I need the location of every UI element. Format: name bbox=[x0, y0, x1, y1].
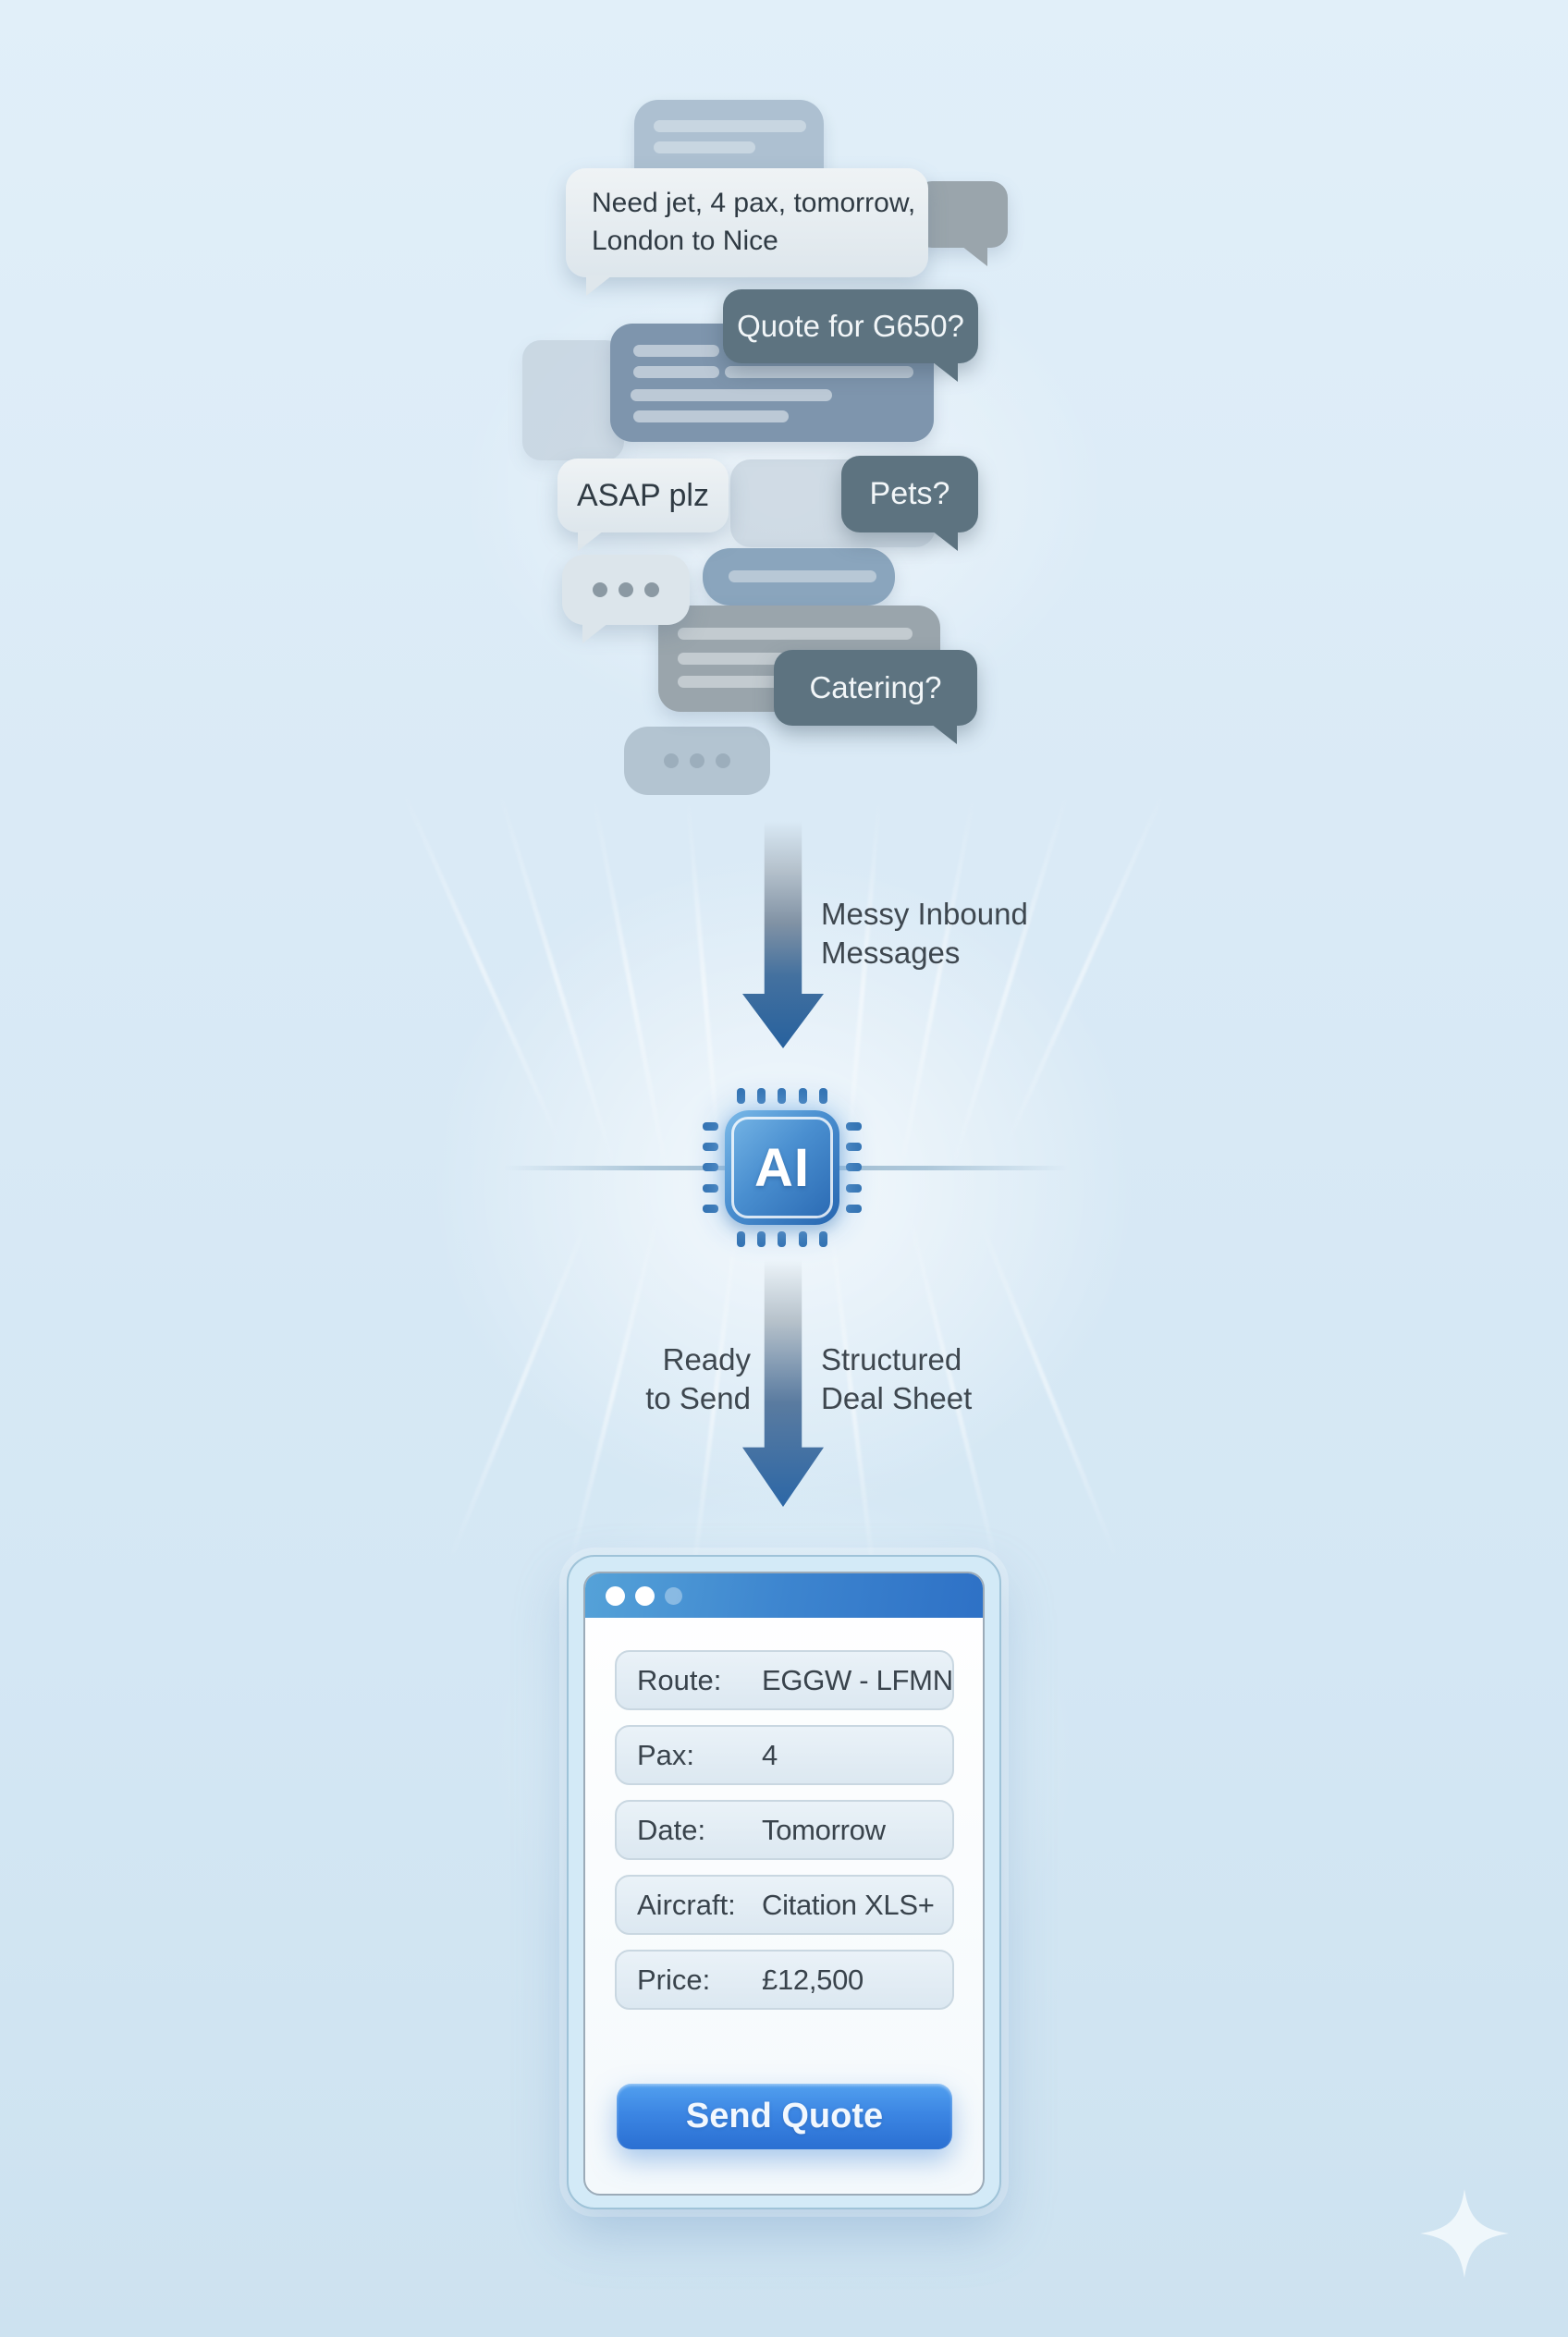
message-bubble-pets: Pets? bbox=[841, 456, 978, 551]
ellipsis-dots-icon bbox=[624, 727, 770, 795]
structured-deal-sheet-label: Structured Deal Sheet bbox=[821, 1342, 973, 1415]
window-titlebar bbox=[585, 1573, 983, 1618]
message-bubble-quote-g650: Quote for G650? bbox=[723, 289, 978, 382]
chip-pins bbox=[725, 1088, 839, 1104]
message-bubble-asap: ASAP plz bbox=[557, 459, 729, 551]
text-line-placeholder bbox=[725, 366, 913, 378]
message-text: Catering? bbox=[809, 670, 942, 704]
message-text: Quote for G650? bbox=[737, 309, 964, 343]
field-value: £12,500 bbox=[762, 1963, 864, 1996]
field-label: Aircraft: bbox=[637, 1888, 736, 1921]
text-line-placeholder bbox=[729, 570, 876, 582]
field-row-pax: Pax: 4 bbox=[615, 1725, 954, 1785]
abstract-message-bubble bbox=[703, 548, 895, 606]
field-value: Citation XLS+ bbox=[762, 1888, 935, 1921]
message-text: ASAP plz bbox=[576, 477, 709, 513]
deal-sheet-window: Route: EGGW - LFMN Pax: 4 Date: Tomorrow… bbox=[583, 1572, 985, 2196]
field-row-aircraft: Aircraft: Citation XLS+ bbox=[615, 1875, 954, 1935]
field-label: Price: bbox=[637, 1963, 711, 1996]
field-row-route: Route: EGGW - LFMN bbox=[615, 1650, 954, 1710]
text-line-placeholder bbox=[633, 366, 719, 378]
field-label: Pax: bbox=[637, 1738, 695, 1771]
chip-pins bbox=[703, 1110, 718, 1225]
ready-to-send-label: Ready to Send bbox=[645, 1342, 751, 1415]
light-ray bbox=[448, 1214, 592, 1560]
down-arrow-icon bbox=[742, 1259, 824, 1507]
text-line-placeholder bbox=[633, 410, 789, 422]
field-value: Tomorrow bbox=[762, 1813, 886, 1846]
field-row-date: Date: Tomorrow bbox=[615, 1800, 954, 1860]
chip-pins bbox=[725, 1231, 839, 1247]
deal-sheet-card: Route: EGGW - LFMN Pax: 4 Date: Tomorrow… bbox=[567, 1555, 1001, 2209]
window-control-dot bbox=[635, 1585, 655, 1606]
typing-indicator-bubble bbox=[624, 727, 770, 795]
ai-chip-icon: AI bbox=[725, 1110, 839, 1225]
sparkle-icon bbox=[1420, 2189, 1509, 2278]
down-arrow-icon bbox=[742, 821, 824, 1048]
text-line-placeholder bbox=[678, 628, 913, 640]
arrow1-label: Messy Inbound Messages bbox=[821, 897, 1028, 970]
deal-fields: Route: EGGW - LFMN Pax: 4 Date: Tomorrow… bbox=[615, 1650, 954, 2010]
field-value: 4 bbox=[762, 1738, 778, 1771]
send-quote-button[interactable]: Send Quote bbox=[617, 2084, 952, 2149]
message-bubble-catering: Catering? bbox=[774, 650, 977, 744]
light-ray bbox=[497, 793, 617, 1167]
field-row-price: Price: £12,500 bbox=[615, 1950, 954, 2010]
window-control-dot bbox=[665, 1586, 682, 1605]
chip-pins bbox=[846, 1110, 862, 1225]
field-label: Date: bbox=[637, 1813, 706, 1846]
text-line-placeholder bbox=[631, 389, 832, 401]
ai-chip-label: AI bbox=[754, 1137, 810, 1198]
typing-indicator-bubble bbox=[562, 555, 690, 643]
text-line-placeholder bbox=[654, 120, 806, 132]
abstract-message-bubble bbox=[522, 340, 624, 460]
message-bubble-need-jet: Need jet, 4 pax, tomorrow, London to Nic… bbox=[566, 168, 928, 296]
message-text: Pets? bbox=[869, 476, 950, 511]
ellipsis-dots-icon bbox=[562, 555, 690, 625]
message-text: Need jet, 4 pax, tomorrow, London to Nic… bbox=[592, 188, 916, 256]
text-line-placeholder bbox=[633, 345, 719, 357]
field-label: Route: bbox=[637, 1663, 722, 1696]
light-ray bbox=[591, 798, 671, 1181]
light-ray bbox=[401, 792, 565, 1149]
light-ray bbox=[950, 793, 1070, 1167]
abstract-message-bubble bbox=[915, 181, 1008, 266]
window-control-dot bbox=[606, 1585, 625, 1606]
field-value: EGGW - LFMN bbox=[762, 1663, 953, 1696]
text-line-placeholder bbox=[654, 141, 755, 153]
